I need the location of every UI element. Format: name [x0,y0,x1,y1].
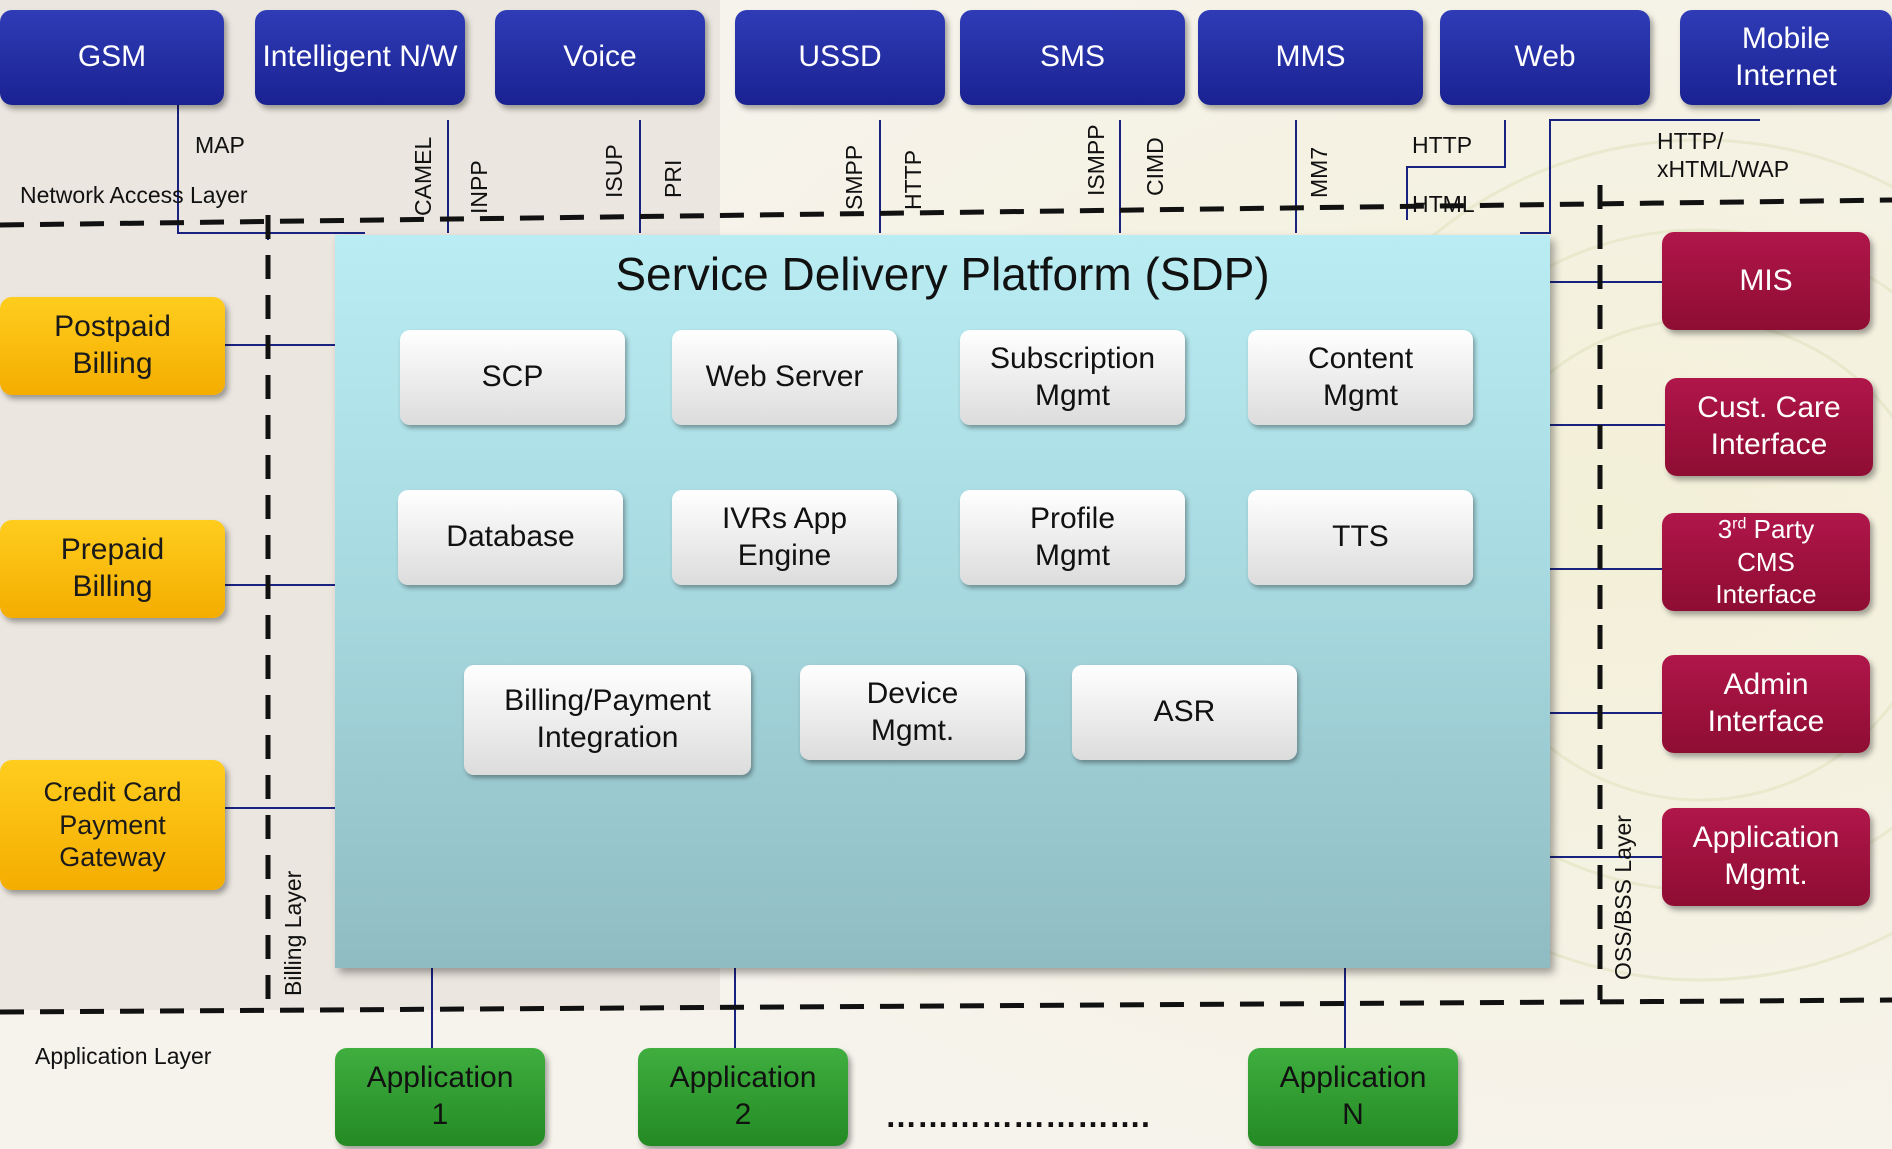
credit-card-payment-gateway-box[interactable]: Credit Card Payment Gateway [0,760,225,890]
third-party-cms-line1: 3rd Party [1717,514,1815,545]
protocol-smpp: SMPP [841,144,867,210]
application-2-box[interactable]: Application 2 [638,1048,848,1146]
protocol-pri: PRI [660,159,686,198]
application-layer-label: Application Layer [35,1043,212,1069]
third-party-cms-interface-box[interactable]: 3rd Party CMS Interface [1662,513,1870,611]
protocol-xhtml-wap: xHTML/WAP [1657,156,1790,182]
module-asr[interactable]: ASR [1072,665,1297,760]
protocol-cimd: CIMD [1142,137,1168,196]
module-billing-payment-integration[interactable]: Billing/Payment Integration [464,665,751,775]
module-scp[interactable]: SCP [400,330,625,425]
protocol-ismpp: ISMPP [1083,124,1109,196]
protocol-mm7: MM7 [1306,146,1332,198]
network-access-layer-label: Network Access Layer [20,182,248,208]
protocol-http-ussd: HTTP [900,149,926,210]
mis-box[interactable]: MIS [1662,232,1870,330]
module-device-mgmt[interactable]: Device Mgmt. [800,665,1025,760]
ussd-box[interactable]: USSD [735,10,945,105]
third-party-cms-line2: CMS [1737,546,1795,577]
sdp-title: Service Delivery Platform (SDP) [615,248,1270,300]
cust-care-interface-box[interactable]: Cust. Care Interface [1665,378,1873,476]
postpaid-billing-box[interactable]: Postpaid Billing [0,297,225,395]
mobile-internet-box[interactable]: Mobile Internet [1680,10,1892,105]
oss-bss-layer-label: OSS/BSS Layer [1610,815,1636,980]
protocol-isup: ISUP [601,144,627,198]
module-content-mgmt[interactable]: Content Mgmt [1248,330,1473,425]
application-1-box[interactable]: Application 1 [335,1048,545,1146]
module-web-server[interactable]: Web Server [672,330,897,425]
billing-layer-label: Billing Layer [280,870,306,996]
application-n-box[interactable]: Application N [1248,1048,1458,1146]
third-party-cms-line3: Interface [1715,579,1817,610]
mms-box[interactable]: MMS [1198,10,1423,105]
module-tts[interactable]: TTS [1248,490,1473,585]
protocol-http-web: HTTP [1412,132,1473,158]
protocol-html: HTML [1412,191,1475,217]
module-ivrs-app-engine[interactable]: IVRs App Engine [672,490,897,585]
protocol-map: MAP [195,132,245,158]
applications-ellipsis: ……………………. [885,1098,1150,1134]
protocol-camel: CAMEL [410,136,436,216]
gsm-box[interactable]: GSM [0,10,224,105]
voice-box[interactable]: Voice [495,10,705,105]
web-box[interactable]: Web [1440,10,1650,105]
admin-interface-box[interactable]: Admin Interface [1662,655,1870,753]
module-database[interactable]: Database [398,490,623,585]
prepaid-billing-box[interactable]: Prepaid Billing [0,520,225,618]
protocol-inpp: INPP [466,160,492,214]
intelligent-nw-box[interactable]: Intelligent N/W [255,10,465,105]
sms-box[interactable]: SMS [960,10,1185,105]
module-subscription-mgmt[interactable]: Subscription Mgmt [960,330,1185,425]
application-mgmt-box[interactable]: Application Mgmt. [1662,808,1870,906]
module-profile-mgmt[interactable]: Profile Mgmt [960,490,1185,585]
protocol-http-mobile: HTTP/ [1657,128,1724,154]
